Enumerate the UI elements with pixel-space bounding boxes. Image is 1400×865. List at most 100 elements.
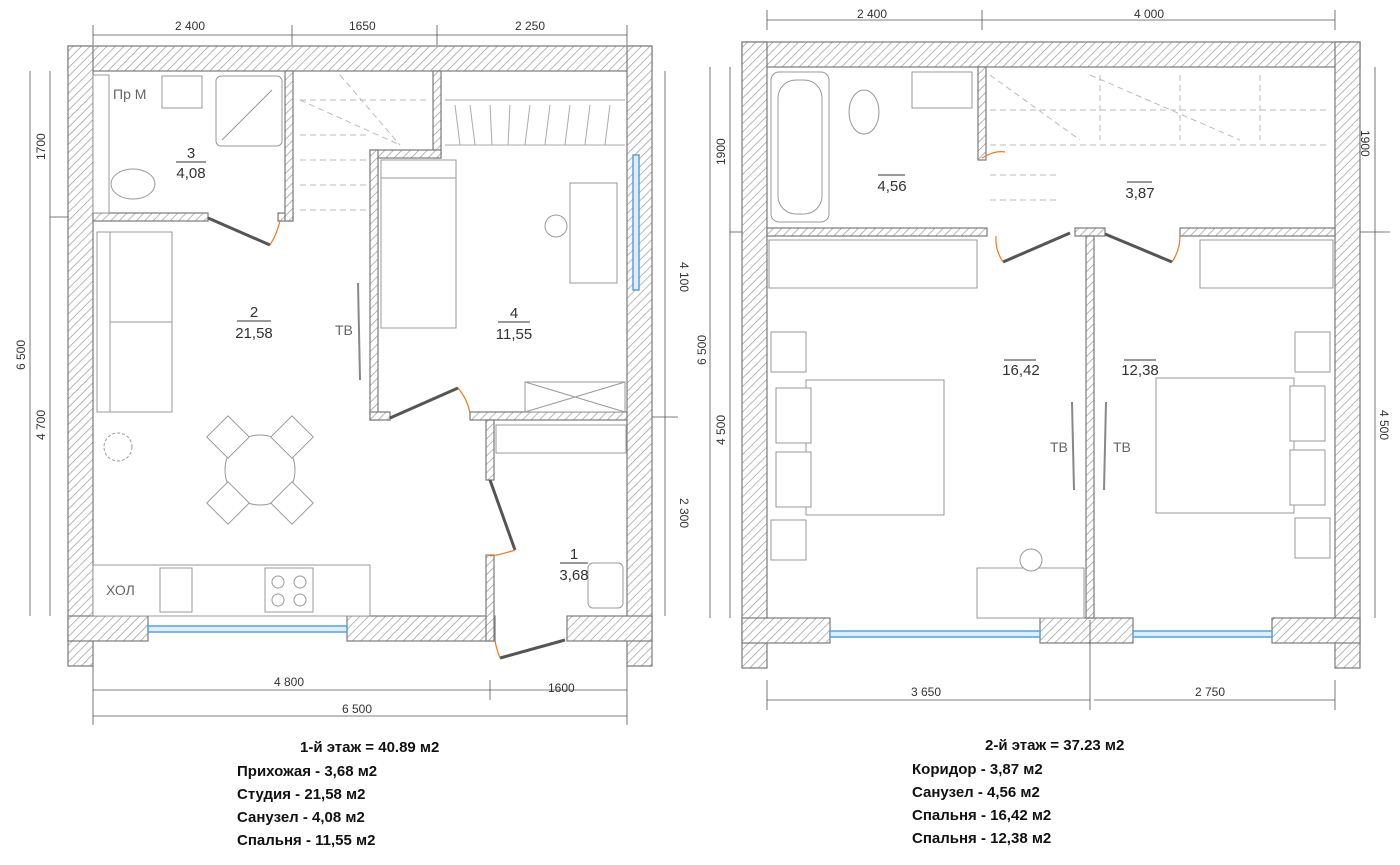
wall [432,70,442,159]
entrance-door [499,638,566,660]
kitchen-counter [92,564,371,617]
wardrobe [495,424,627,454]
tv-label-right: ТВ [1113,439,1131,455]
floor-2-total: 2-й этаж = 37.23 м2 [985,737,1125,754]
toilet [848,89,880,135]
dim-left-1: 1900 [714,138,728,165]
tv [357,282,361,381]
chair [544,214,568,238]
tv-label: ТВ [335,322,353,338]
dim-right-1: 4 100 [677,262,691,292]
stove [264,567,314,613]
door [207,216,271,247]
room-area-item: Спальня - 12,38 м2 [912,830,1052,847]
svg-text:2: 2 [250,304,258,321]
door [488,479,517,551]
wall [741,41,768,669]
sink [911,71,973,109]
wall [67,45,94,667]
window [632,154,640,291]
wall [485,554,495,642]
wall [766,227,988,237]
wall [369,149,379,421]
dim-left-3: 6 500 [14,340,28,370]
room-label-bathroom: 4,56 [877,174,907,195]
wall [284,70,294,222]
room-area-item: Коридор - 3,87 м2 [912,761,1043,778]
window [829,630,1041,638]
wall [369,149,442,159]
window [147,625,348,633]
svg-text:4,08: 4,08 [176,165,205,182]
desk [569,182,618,284]
wall [1074,227,1106,237]
room-area-item: Санузел - 4,08 м2 [237,809,365,826]
floor-1-plan: Пр М ХОЛ ТВ [14,19,691,725]
room-label-bedroom-1: 16,42 [1002,359,1040,379]
room-label-corridor: 3,87 [1125,181,1155,202]
wardrobe [1199,239,1334,289]
room-area-item: Студия - 21,58 м2 [237,786,366,803]
wall [626,45,653,667]
svg-text:4,56: 4,56 [877,178,906,195]
plant [103,432,133,462]
counter [92,74,110,214]
wardrobe [768,239,978,289]
wall [67,615,149,642]
wall [1334,41,1361,669]
bed [805,379,945,516]
wall [741,617,831,644]
wall [346,615,496,642]
wall [1179,227,1336,237]
wall [485,419,495,481]
dim-right-2: 4 500 [1377,410,1391,440]
dim-top-3: 2 250 [515,19,545,33]
nightstand [770,519,807,561]
room-area-item: Прихожая - 3,68 м2 [237,763,378,780]
dimension-lines [709,10,1390,710]
dim-bottom-3: 6 500 [342,702,372,716]
dim-bottom-1: 4 800 [274,675,304,689]
svg-text:1: 1 [570,546,578,563]
dim-left-3: 6 500 [695,335,709,365]
dim-top-1: 2 400 [857,7,887,21]
dim-right-2: 2 300 [677,498,691,528]
nightstand [1294,331,1331,373]
room-area-item: Спальня - 11,55 м2 [237,832,376,849]
wall [369,411,391,421]
dim-left-1: 1700 [34,133,48,160]
wall [92,212,209,222]
door [389,386,459,420]
wall [1039,617,1134,644]
svg-text:4: 4 [510,305,518,322]
bed [380,159,457,329]
dim-left-2: 4 700 [34,410,48,440]
cabinet [587,562,624,609]
wall [741,41,1361,68]
dim-top-2: 1650 [349,19,376,33]
room-label-bedroom-2: 12,38 [1121,359,1159,379]
wall [1085,235,1095,619]
dim-bottom-2: 1600 [548,681,575,695]
staircase [299,74,625,211]
wall [469,411,628,421]
svg-text:3,68: 3,68 [559,567,588,584]
svg-text:12,38: 12,38 [1121,362,1159,379]
svg-text:16,42: 16,42 [1002,362,1040,379]
tv [1071,401,1075,491]
toilet [110,168,156,200]
wall [977,66,987,161]
shower [215,75,283,147]
room-label-3: 3 4,08 [176,145,206,182]
svg-text:3,87: 3,87 [1125,185,1154,202]
wall [67,45,653,72]
svg-text:21,58: 21,58 [235,325,273,342]
kitchen-sink [159,567,193,613]
room-label-2: 2 21,58 [235,304,273,342]
floor-2-plan: ТВ ТВ 4,56 3,87 16,42 12,38 [695,7,1391,710]
wall [566,615,653,642]
dim-right-1: 1900 [1358,130,1372,157]
room-area-item: Санузел - 4,56 м2 [912,784,1040,801]
staircase [989,74,1330,201]
